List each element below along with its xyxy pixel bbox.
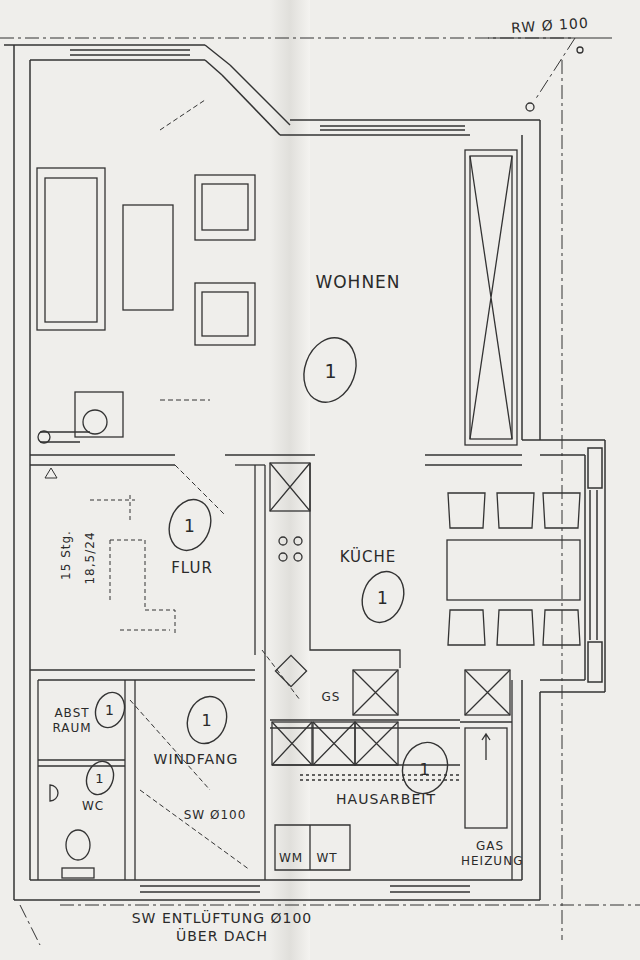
appliance-label: GS: [322, 690, 341, 705]
room-name: WC: [82, 799, 104, 814]
room-name: ABST RAUM: [40, 706, 104, 736]
appliance-label: WT: [316, 851, 337, 866]
callout-number: 1: [95, 771, 104, 787]
drain-note: RW Ø 100: [511, 15, 590, 38]
appliance-label: WM: [279, 851, 303, 866]
callout-number: 1: [201, 711, 212, 731]
callout-number: 1: [377, 588, 389, 609]
callout-number: 1: [105, 702, 115, 720]
room-name: WOHNEN: [315, 272, 400, 293]
room-name: KÜCHE: [340, 548, 397, 567]
room-name: FLUR: [171, 559, 213, 578]
callout-number: 1: [324, 360, 337, 384]
stair-dimension: 18,5/24: [83, 531, 98, 584]
pipe-note: SW Ø100: [184, 808, 247, 823]
callout-number: 1: [184, 516, 196, 537]
room-name: WINDFANG: [154, 751, 239, 769]
room-name: HAUSARBEIT: [336, 791, 436, 809]
vent-note: SW ENTLÜFTUNG Ø100 ÜBER DACH: [112, 910, 332, 945]
stair-note: 15 Stg.: [59, 530, 74, 580]
callout-number: 1: [419, 760, 430, 780]
appliance-label: GAS HEIZUNG: [461, 839, 519, 869]
